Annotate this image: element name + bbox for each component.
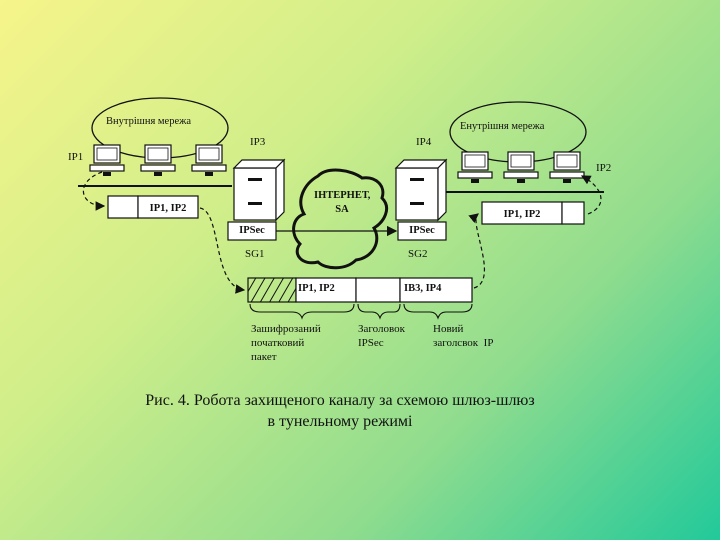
- right-packet-data: [561, 201, 585, 225]
- note-new-line1: Новий: [433, 323, 464, 335]
- right-computer-3: [549, 151, 585, 184]
- note-encrypted-line3: пакет: [251, 351, 277, 363]
- flow-arrow-to-right-packet: [468, 213, 485, 289]
- tunnel-inner-header: [295, 277, 357, 303]
- right-network-label: Енутрішня мережа: [460, 121, 545, 132]
- left-network-label: Внутрішня мережа: [106, 116, 192, 127]
- right-ipsec-box: [397, 221, 447, 241]
- sg1-label: SG1: [245, 248, 265, 260]
- note-new-line2: заголсвок IP: [433, 337, 494, 349]
- left-packet-header: [137, 195, 199, 219]
- right-computer-2: [503, 151, 539, 184]
- right-computer-1: [457, 151, 493, 184]
- left-packet-label: IP1, IP2: [149, 203, 187, 214]
- flow-arrow-to-right-lan: [580, 175, 602, 215]
- tunnel-encrypted-segment: [247, 277, 297, 303]
- brace-encrypted: [249, 303, 355, 320]
- internet-label-line1: ІНТЕРНЕТ,: [314, 190, 371, 201]
- note-header-line2: IPSec: [358, 337, 384, 349]
- left-computer-1: [89, 144, 125, 177]
- tunnel-ipsec-header: [355, 277, 401, 303]
- right-packet-label: IP1, IP2: [503, 209, 541, 220]
- flow-arrow-to-left-packet: [82, 171, 106, 211]
- note-ipsec-header: Заголовок IPSec: [358, 322, 405, 350]
- ip4-label: IP4: [416, 136, 432, 148]
- flow-arrow-to-tunnel: [199, 207, 246, 294]
- gateway-sg1: [233, 159, 285, 221]
- left-ipsec-label: IPSec: [239, 225, 265, 236]
- sg2-label: SG2: [408, 248, 428, 260]
- ip3-label: IP3: [250, 136, 266, 148]
- brace-new-header: [403, 303, 473, 320]
- note-new-ip-header: Новий заголсвок IP: [433, 322, 493, 350]
- gateway-sg2: [395, 159, 447, 221]
- tunnel-new-ip-header: [399, 277, 473, 303]
- right-ipsec-label: IPSec: [409, 225, 435, 236]
- ip1-label: IP1: [68, 151, 84, 163]
- internet-cloud: [292, 168, 388, 270]
- figure-caption-line2: в тунельному режимі: [267, 413, 413, 430]
- note-encrypted-packet: Зашифрозаний початковий пакет: [251, 322, 321, 364]
- note-encrypted-line2: початковий: [251, 337, 305, 349]
- left-computer-3: [191, 144, 227, 177]
- note-encrypted-line1: Зашифрозаний: [251, 323, 321, 335]
- left-packet-data: [107, 195, 139, 219]
- brace-ipsec: [357, 303, 401, 320]
- ip2-label: IP2: [596, 162, 612, 174]
- left-computer-2: [140, 144, 176, 177]
- note-header-line1: Заголовок: [358, 323, 405, 335]
- tunnel-inner-label: IP1, IP2: [298, 283, 335, 294]
- figure-caption-line1: Рис. 4. Робота захищеного каналу за схем…: [145, 392, 535, 409]
- internet-label-line2: SA: [335, 204, 349, 215]
- tunnel-outer-label: IB3, IP4: [404, 283, 442, 294]
